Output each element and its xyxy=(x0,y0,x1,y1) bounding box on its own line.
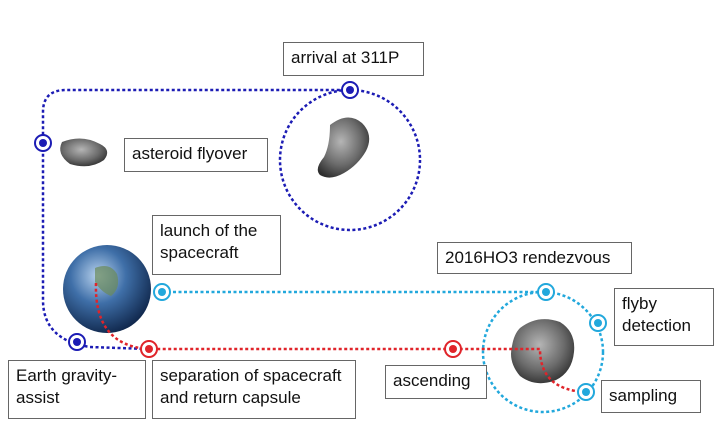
node-ascending xyxy=(444,340,462,358)
node-launch xyxy=(153,283,171,301)
node-separation xyxy=(140,340,158,358)
node-flyby-detection xyxy=(589,314,607,332)
node-earth-gravity-assist xyxy=(68,333,86,351)
label-earth-gravity-assist: Earth gravity-assist xyxy=(8,360,146,419)
label-launch: launch of the spacecraft xyxy=(152,215,281,275)
node-arrival-311p xyxy=(341,81,359,99)
asteroid-2016ho3-image xyxy=(511,319,575,384)
node-asteroid-flyover xyxy=(34,134,52,152)
asteroid-flyover-image xyxy=(60,138,108,167)
node-sampling xyxy=(577,383,595,401)
label-flyby-detection: flyby detection xyxy=(614,288,714,346)
label-separation: separation of spacecraft and return caps… xyxy=(152,360,356,419)
node-rendezvous xyxy=(537,283,555,301)
label-sampling: sampling xyxy=(601,380,701,413)
asteroid-311p-image xyxy=(317,117,370,178)
label-asteroid-flyover: asteroid flyover xyxy=(124,138,268,172)
label-ascending: ascending xyxy=(385,365,487,399)
label-rendezvous: 2016HO3 rendezvous xyxy=(437,242,632,274)
label-arrival-311p: arrival at 311P xyxy=(283,42,424,76)
